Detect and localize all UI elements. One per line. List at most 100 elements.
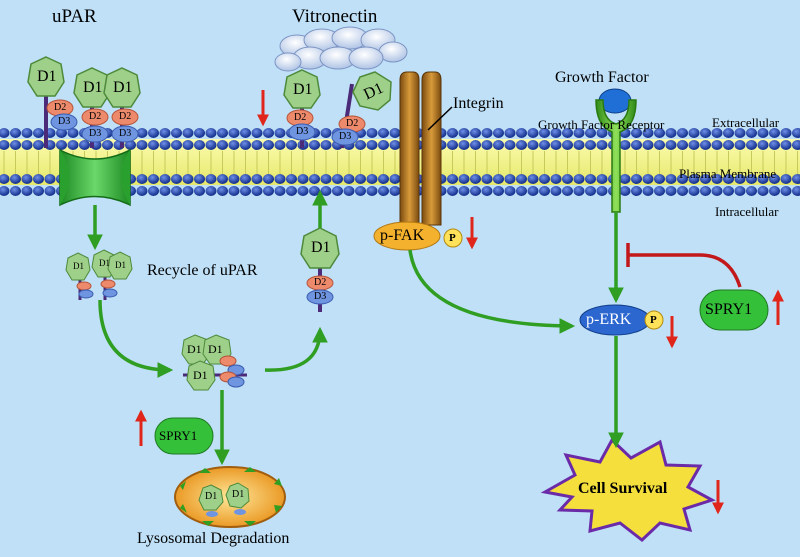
lipid-head [228,140,240,150]
d2-domain [81,108,109,126]
lipid-head [654,140,665,150]
lipid-head [481,174,493,184]
lipid-head [631,140,642,150]
lipid-head [159,128,171,138]
lipid-head [493,186,504,196]
lipid-head [159,186,171,196]
lipid-head [539,174,550,184]
lipid-head [585,174,596,184]
arrow-recycle-up [264,326,328,372]
lipid-head [274,140,286,150]
lipid-head [792,174,800,184]
lipid-head [596,174,608,184]
lipid-head [780,140,792,150]
lipid-head [677,186,688,196]
lipid-head [286,140,297,150]
lipid-head [263,128,274,138]
lipid-head [585,128,596,138]
lipid-head [516,186,527,196]
d1-label: D1 [232,489,245,500]
lipid-head [366,174,378,184]
lipid-head [619,174,631,184]
d1-label: D1 [293,81,313,98]
lipid-head [274,128,286,138]
lipid-head [148,186,159,196]
lipid-head [734,174,746,184]
lipid-head [67,128,79,138]
lipid-head [539,186,550,196]
lipid-head [746,140,757,150]
d2-label: D2 [89,111,102,122]
p-fak-label: p-FAK [380,227,425,244]
lipid-head [355,186,366,196]
lipid-head [343,174,355,184]
spry1-label: SPRY1 [705,301,753,318]
d3-label: D3 [339,131,352,142]
lipid-head [297,174,309,184]
label-lysosomal-degradation: Lysosomal Degradation [137,530,290,547]
lipid-head [378,140,389,150]
lipid-head [711,174,723,184]
lipid-head [33,140,44,150]
integrin [399,71,453,226]
label-vitronectin: Vitronectin [292,6,378,27]
lipid-head [366,186,378,196]
lipid-head [182,174,194,184]
upar-small-cluster [65,249,133,300]
lipid-head [320,186,332,196]
lipid-head [757,174,769,184]
lipid-head [67,140,79,150]
d1-label: D1 [187,342,202,356]
lipid-head [0,186,10,196]
lipid-head [550,186,562,196]
d2-label: D2 [54,102,67,113]
lipid-head [148,140,159,150]
lipid-head [182,186,194,196]
integrin-pointer [427,106,453,131]
lipid-head [240,140,251,150]
lipid-head [148,128,159,138]
lipid-head [700,140,711,150]
lipid-head [194,140,205,150]
lipid-head [240,174,251,184]
lipid-head [470,140,481,150]
lipid-head [366,140,378,150]
spry1-right [699,289,769,331]
lipid-head [516,174,527,184]
lipid-head [723,186,734,196]
lipid-head [240,128,251,138]
lipid-head [102,140,113,150]
d1-domain [283,69,321,109]
lipid-head [389,128,401,138]
d1-label: D1 [193,368,208,382]
lipid-head [378,174,389,184]
lipid-head [596,186,608,196]
lipid-head [504,186,516,196]
lipid-head [159,174,171,184]
lipid-head [136,174,148,184]
lipid-head [562,128,573,138]
lipid-head [734,128,746,138]
lipid-head [573,174,585,184]
label-growth-factor-receptor: Growth Factor Receptor [538,117,665,132]
lipid-head [33,174,44,184]
lipid-head [493,140,504,150]
lipid-head [286,174,297,184]
lipid-head [171,174,182,184]
lipid-head [493,174,504,184]
lipid-head [0,174,10,184]
lipid-head [642,186,654,196]
lipid-head [125,140,136,150]
lipid-head [171,140,182,150]
lipid-head [780,186,792,196]
lipid-head [44,174,56,184]
lipid-head [550,128,562,138]
lipid-head [21,186,33,196]
d2-label: D2 [119,111,132,122]
lipid-head [355,140,366,150]
label-growth-factor: Growth Factor [555,69,649,86]
lipid-head [251,174,263,184]
lipid-head [148,174,159,184]
lipid-head [504,140,516,150]
d1-label: D1 [99,258,110,268]
